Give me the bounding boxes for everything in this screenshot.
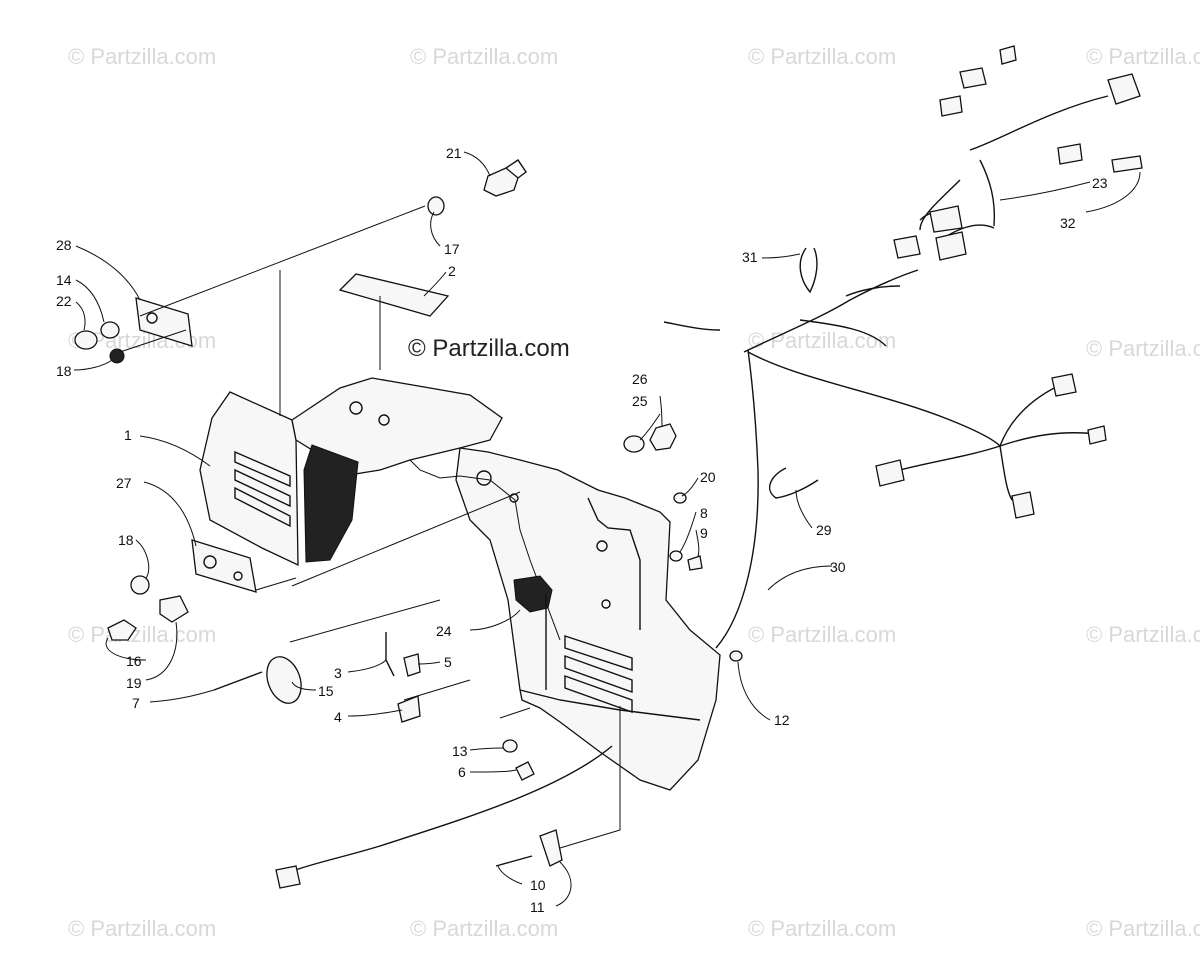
callout-22: 22: [56, 293, 72, 309]
callout-16: 16: [126, 653, 142, 669]
callout-30: 30: [830, 559, 846, 575]
callout-21: 21: [446, 145, 462, 161]
callout-1: 1: [124, 427, 132, 443]
callout-12: 12: [774, 712, 790, 728]
callout-23: 23: [1092, 175, 1108, 191]
callout-26: 26: [632, 371, 648, 387]
callout-18: 18: [118, 532, 134, 548]
watermark: © Partzilla.com: [748, 622, 896, 647]
wiring-harness: [275, 45, 1141, 889]
callout-24: 24: [436, 623, 452, 639]
watermark: © Partzilla.com: [410, 916, 558, 941]
callout-18: 18: [56, 363, 72, 379]
callout-15: 15: [318, 683, 334, 699]
callout-27: 27: [116, 475, 132, 491]
callout-9: 9: [700, 525, 708, 541]
callout-labels: 21 17 2 28 14 22 18 1 27 18 16 19 7 15 3…: [56, 145, 1108, 915]
callout-14: 14: [56, 272, 72, 288]
watermark: © Partzilla.com: [1086, 44, 1200, 69]
watermark: © Partzilla.com: [748, 328, 896, 353]
callout-11: 11: [530, 899, 545, 915]
watermark: © Partzilla.com: [748, 916, 896, 941]
callout-3: 3: [334, 665, 342, 681]
callout-2: 2: [448, 263, 456, 279]
watermark: © Partzilla.com: [68, 44, 216, 69]
watermark: © Partzilla.com: [1086, 622, 1200, 647]
callout-32: 32: [1060, 215, 1076, 231]
watermark: © Partzilla.com: [68, 622, 216, 647]
callout-4: 4: [334, 709, 342, 725]
callout-6: 6: [458, 764, 466, 780]
watermark: © Partzilla.com: [1086, 916, 1200, 941]
watermark: © Partzilla.com: [748, 44, 896, 69]
callout-5: 5: [444, 654, 452, 670]
callout-8: 8: [700, 505, 708, 521]
callout-25: 25: [632, 393, 648, 409]
console-housing: [199, 377, 721, 791]
callout-17: 17: [444, 241, 460, 257]
callout-29: 29: [816, 522, 832, 538]
callout-13: 13: [452, 743, 468, 759]
watermark: © Partzilla.com: [68, 916, 216, 941]
watermark-main: © Partzilla.com: [408, 335, 570, 362]
watermark: © Partzilla.com: [410, 44, 558, 69]
callout-19: 19: [126, 675, 142, 691]
callout-31: 31: [742, 249, 758, 265]
callout-28: 28: [56, 237, 72, 253]
callout-10: 10: [530, 877, 546, 893]
callout-20: 20: [700, 469, 716, 485]
small-parts: [74, 155, 1143, 867]
watermark: © Partzilla.com: [1086, 336, 1200, 361]
leader-lines: [73, 151, 1141, 907]
callout-7: 7: [132, 695, 140, 711]
